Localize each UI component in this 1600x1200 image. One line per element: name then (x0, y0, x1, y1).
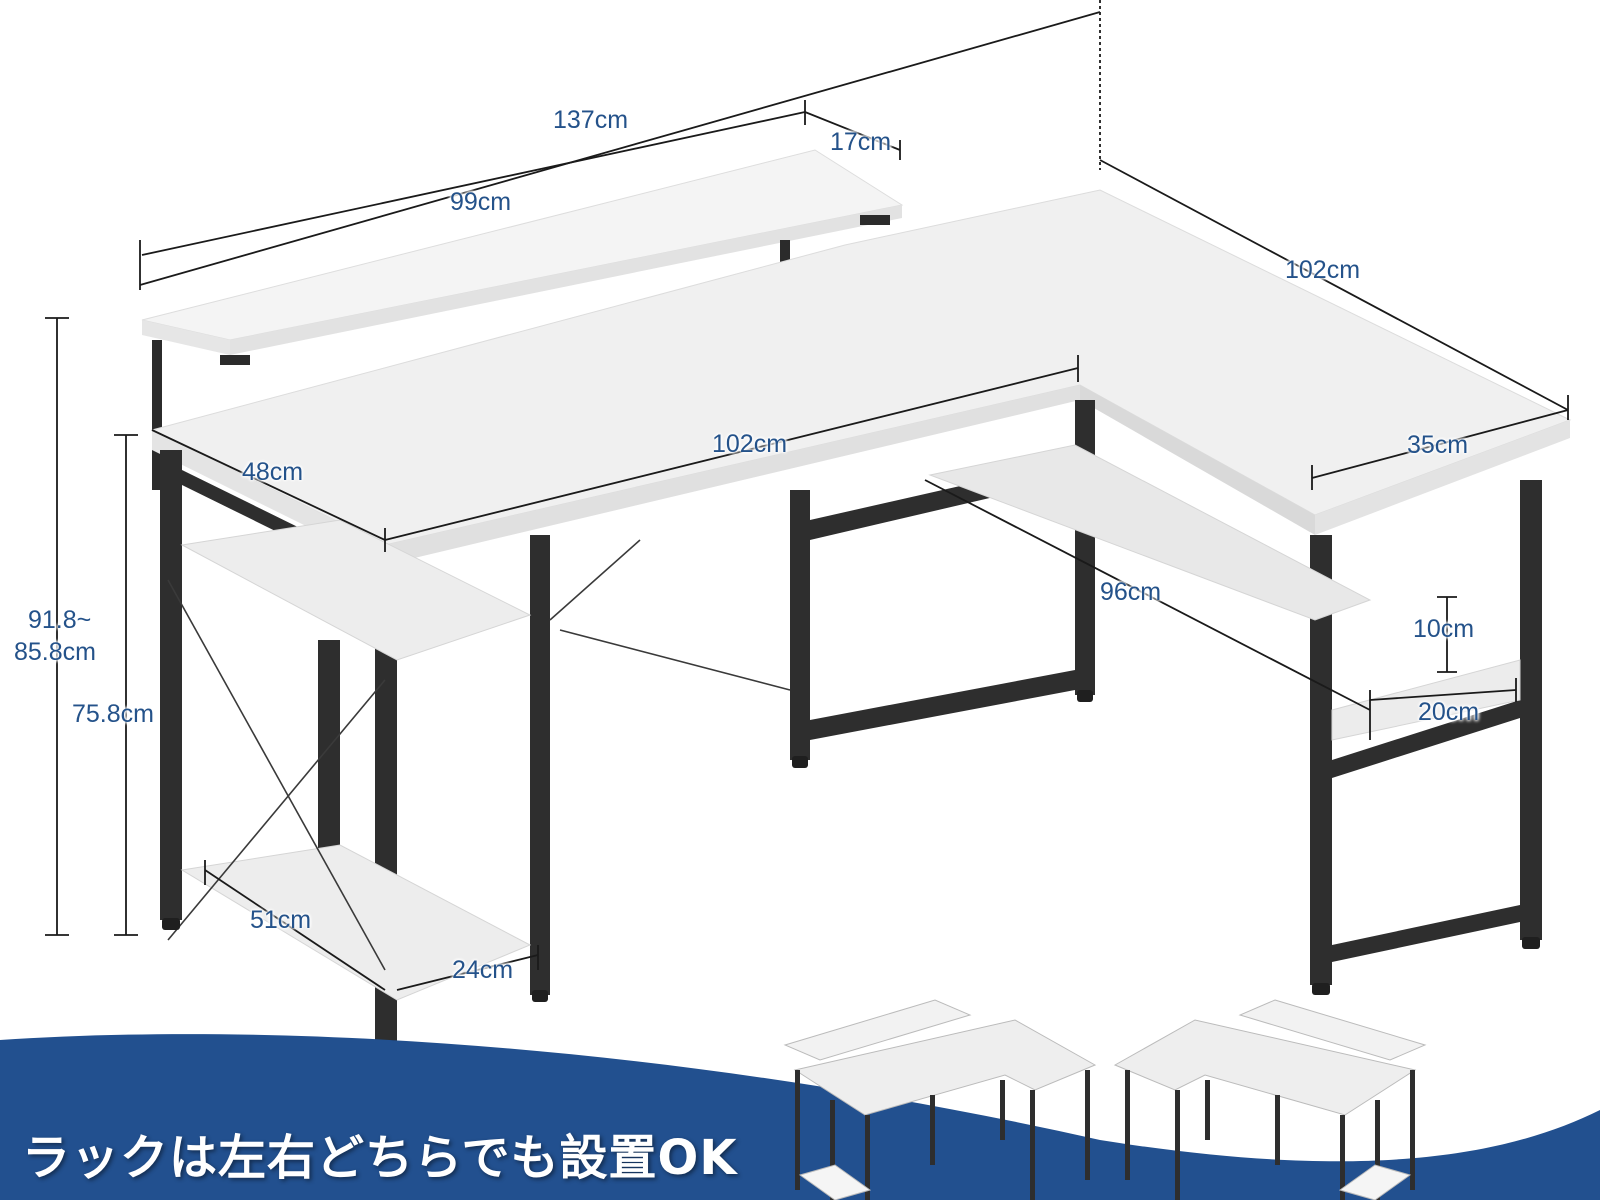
dimension-lines (45, 0, 1569, 991)
dim-shelf-gap: 10cm (1413, 615, 1475, 643)
dim-side-depth: 35cm (1407, 431, 1469, 459)
dim-rack-width: 51cm (250, 906, 312, 934)
dim-desk-height: 75.8cm (72, 700, 154, 728)
dim-shelf-depth: 20cm (1418, 698, 1480, 726)
monitor-shelf (141, 149, 904, 490)
dim-desk-depth: 48cm (242, 458, 304, 486)
desktop (150, 189, 1572, 565)
dim-monitor-shelf-width: 99cm (450, 188, 512, 216)
dim-height-with-shelf-line2: 85.8cm (14, 638, 96, 666)
variant-rack-left (783, 999, 1097, 1200)
dim-front-width: 102cm (712, 430, 788, 458)
dim-inner-side-length: 96cm (1100, 578, 1162, 606)
rack-shelves (180, 444, 1521, 1001)
dim-height-with-shelf-line1: 91.8~ (28, 606, 92, 634)
dim-overall-width: 137cm (553, 106, 629, 134)
dim-rack-depth: 24cm (452, 956, 514, 984)
frame (160, 400, 1542, 1045)
cross-braces (167, 539, 791, 971)
banner-caption: ラックは左右どちらでも設置OK (22, 1130, 738, 1186)
dim-side-length: 102cm (1285, 256, 1361, 284)
dim-monitor-shelf-depth: 17cm (830, 128, 892, 156)
variant-rack-right (1113, 999, 1427, 1200)
